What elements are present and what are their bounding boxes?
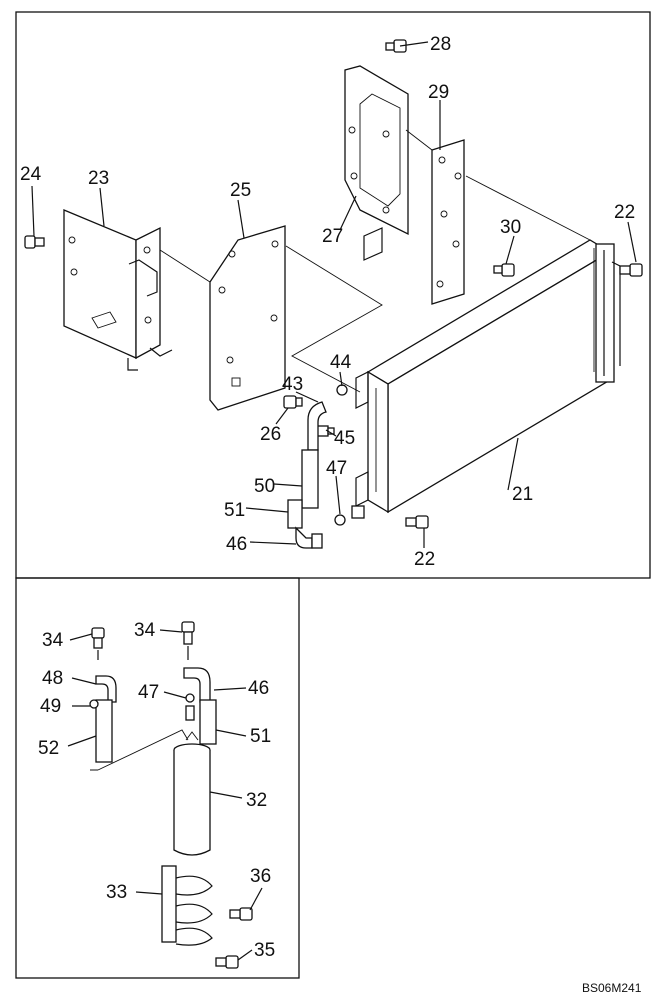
label-49: 49 [40,696,61,717]
leader-lines [31,41,637,548]
bolt-34-left [91,627,105,660]
guide-line [90,729,189,771]
bolt-30 [493,263,515,277]
label-47-upper: 47 [326,458,347,479]
plate-25 [209,225,286,411]
bolt-24 [24,235,45,249]
label-21: 21 [512,484,533,505]
upper-panel-frame [15,11,651,579]
label-51-upper: 51 [224,500,245,521]
label-43: 43 [282,374,303,395]
callout-labels: 28 29 24 23 25 27 30 22 22 21 44 43 45 2… [20,34,635,961]
bolt-22-bottom [405,515,429,529]
guide-line [159,245,383,393]
label-46-lower: 46 [248,678,269,699]
bracket-27 [344,65,409,261]
label-29: 29 [428,82,449,103]
leader-lines [67,629,263,961]
bracket-33 [161,865,213,946]
label-30: 30 [500,217,521,238]
diagram-frames [15,11,651,979]
label-35: 35 [254,940,275,961]
label-34-right: 34 [134,620,156,641]
receiver-drier-32 [173,731,211,856]
label-34-left: 34 [42,630,64,651]
bracket-23 [63,209,173,371]
label-24: 24 [20,164,42,185]
lower-panel-frame [15,577,300,979]
washer-44 [336,384,348,396]
label-51-lower: 51 [250,726,271,747]
label-32: 32 [246,790,267,811]
label-46-upper: 46 [226,534,247,555]
condenser-21 [355,239,621,514]
guide-line [405,129,591,241]
drawing-code: BS06M241 [582,981,642,995]
label-28: 28 [430,34,451,55]
condenser-assembly [24,39,643,549]
label-22-right: 22 [614,202,635,223]
bolt-34-right [181,621,195,660]
label-26: 26 [260,424,281,445]
fitting-47 [351,505,365,519]
plate-29 [431,139,465,305]
label-36: 36 [250,866,271,887]
hose-assembly [287,401,327,549]
fitting-45 [315,425,335,437]
bolt-26 [283,395,303,409]
label-45: 45 [334,428,355,449]
receiver-drier-assembly [67,621,263,969]
washer-47 [334,514,346,526]
label-47-lower: 47 [138,682,159,703]
label-25: 25 [230,180,251,201]
label-44: 44 [330,352,352,373]
label-48: 48 [42,668,63,689]
label-33: 33 [106,882,127,903]
hose-46-51 [183,667,217,745]
hose-48-52 [89,675,117,763]
label-27: 27 [322,226,343,247]
bolt-35 [215,955,239,969]
label-23: 23 [88,168,109,189]
bolt-36 [229,907,253,921]
label-22-bottom: 22 [414,549,435,570]
label-52: 52 [38,738,59,759]
label-50: 50 [254,476,275,497]
bolt-22-right [619,263,643,277]
